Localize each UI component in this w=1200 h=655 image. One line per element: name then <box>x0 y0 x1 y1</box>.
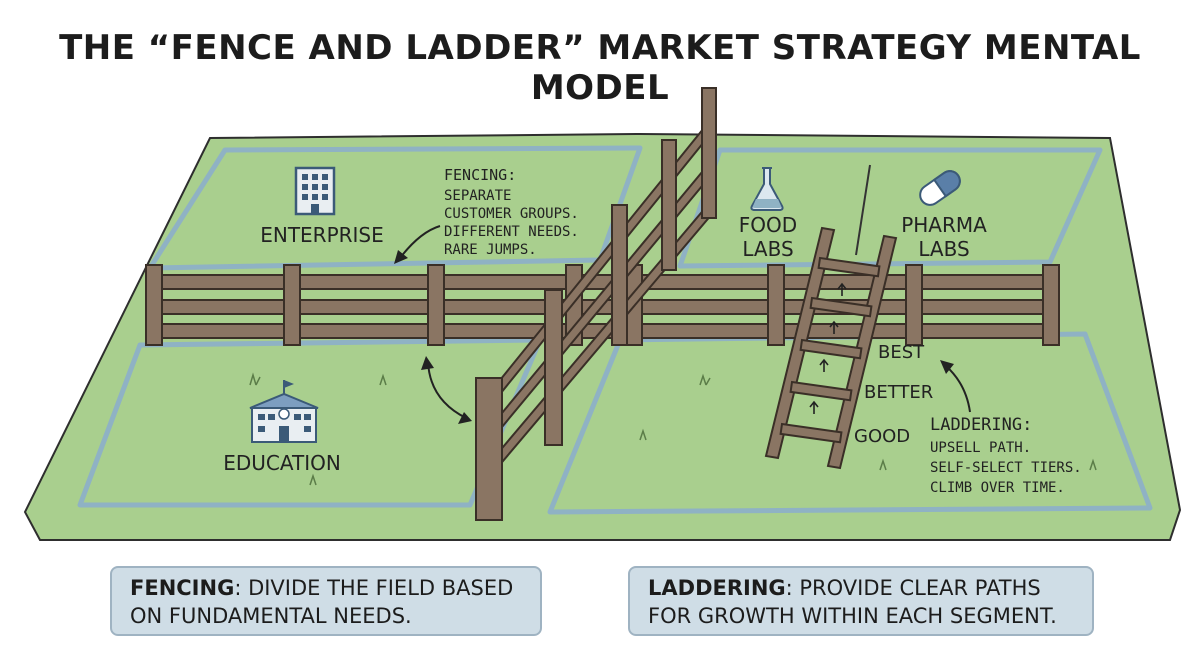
tier-good-label: Good <box>854 426 910 447</box>
office-building-icon <box>294 166 336 216</box>
tier-better-label: Better <box>864 382 933 403</box>
ladder-icon <box>764 226 898 470</box>
fencing-note-heading: Fencing: <box>444 166 516 184</box>
fencing-note-line: Separate <box>444 188 511 204</box>
segment-education-label: Education <box>223 451 341 475</box>
caption-fencing-text: : divide the field based on fundamental … <box>130 576 514 628</box>
fencing-note-line: Different needs. <box>444 224 579 240</box>
tier-best-label: Best <box>878 342 925 363</box>
fencing-note: Fencing: Separate customer groups. Diffe… <box>444 166 579 258</box>
fence-diagonal <box>475 87 717 521</box>
laddering-note-line: Self-select tiers. <box>930 460 1082 476</box>
fence-horizontal-left <box>145 264 621 346</box>
pill-capsule-icon <box>919 170 961 206</box>
arrow-head <box>458 412 472 424</box>
segment-enterprise-label: Enterprise <box>260 223 384 247</box>
arrow-head <box>394 250 408 264</box>
segment-food-labs-line2: Labs <box>742 237 793 261</box>
school-building-icon <box>249 380 319 443</box>
segment-pharma-labs-line2: Labs <box>918 237 969 261</box>
caption-laddering-text: : provide clear paths for growth within … <box>648 576 1057 628</box>
fencing-note-line: customer groups. <box>444 206 579 222</box>
caption-fencing: Fencing: divide the field based on funda… <box>110 566 542 636</box>
segment-pharma-labs-line1: Pharma <box>901 213 987 237</box>
fencing-note-line: Rare jumps. <box>444 242 537 258</box>
arrow-head <box>421 356 434 370</box>
labs-divider <box>855 164 871 256</box>
ladder-up-arrows <box>809 282 847 414</box>
arrow-to-enterprise <box>399 225 441 259</box>
plot-education <box>77 337 543 508</box>
laddering-note-line: Upsell path. <box>930 440 1031 456</box>
arrow-fence-jump <box>427 361 467 419</box>
arrow-head <box>940 360 954 374</box>
caption-fencing-term: Fencing <box>130 576 235 600</box>
page-title: The “Fence and Ladder” Market Strategy M… <box>59 28 1141 108</box>
laddering-note: Laddering: Upsell path. Self-select tier… <box>930 415 1082 496</box>
caption-laddering: Laddering: provide clear paths for growt… <box>628 566 1094 636</box>
segment-food-labs-line1: Food <box>739 213 797 237</box>
flask-icon <box>750 167 784 211</box>
laddering-note-heading: Laddering: <box>930 415 1032 435</box>
laddering-note-line: Climb over time. <box>930 480 1065 496</box>
grass-tufts <box>249 372 1097 486</box>
caption-laddering-term: Laddering <box>648 576 786 600</box>
